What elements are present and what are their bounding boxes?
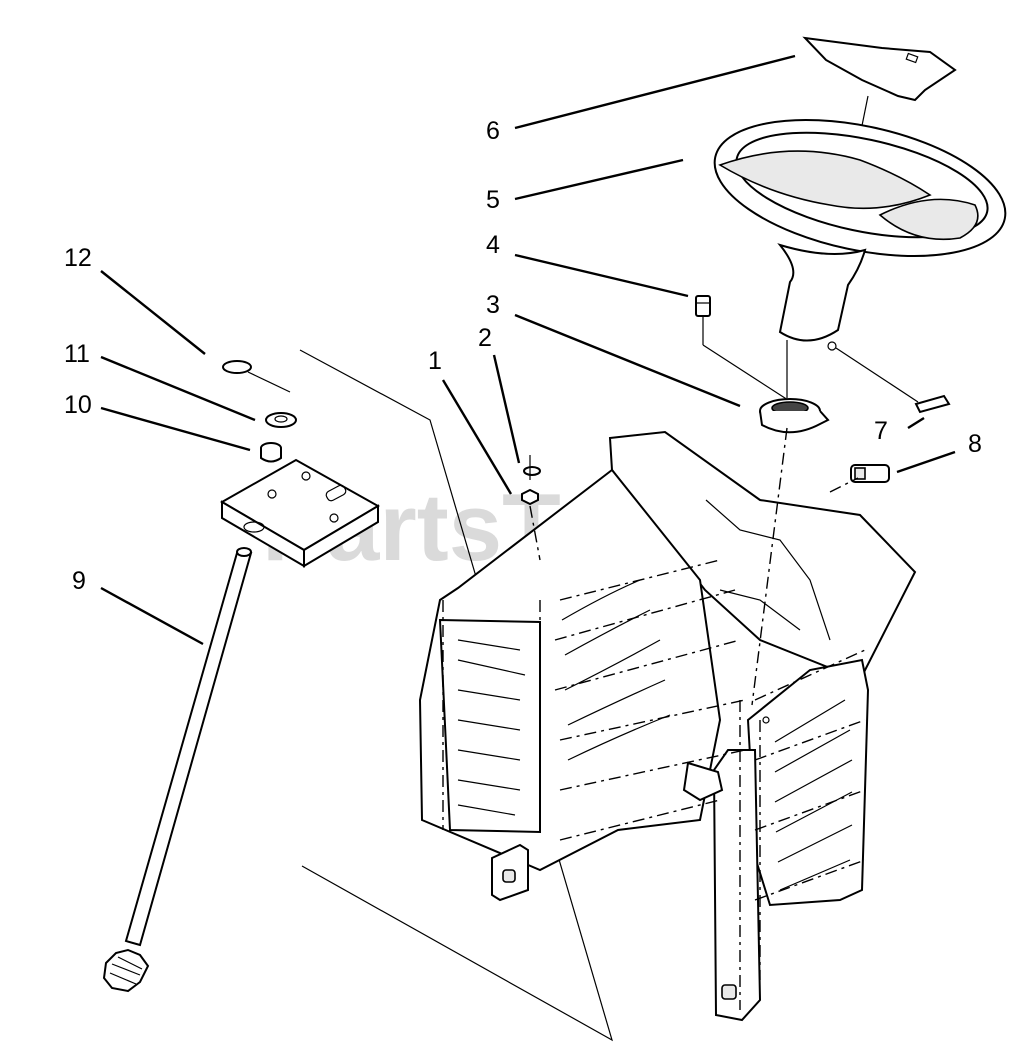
part-3-steering-hub: [759, 340, 830, 434]
callout-11: 11: [64, 340, 90, 368]
steering-bracket-plate: [219, 458, 380, 568]
callout-1: 1: [428, 347, 442, 375]
part-7-roll-pin: [835, 347, 951, 414]
callout-6: 6: [486, 117, 500, 145]
leader-lines: [100, 54, 956, 646]
part-4-bolt: [695, 295, 789, 401]
callout-5: 5: [486, 186, 500, 214]
leader-9: [100, 586, 204, 646]
part-8-plug: [850, 464, 890, 483]
callout-12: 12: [64, 244, 92, 272]
pedestal-housing: [418, 430, 917, 1022]
part-10-bushing: [260, 442, 282, 463]
leader-4: [514, 253, 689, 298]
callout-9: 9: [72, 567, 86, 595]
leader-3: [514, 313, 741, 408]
leader-10: [100, 406, 251, 452]
part-11-washer: [265, 412, 297, 428]
callout-3: 3: [486, 291, 500, 319]
callout-8: 8: [968, 430, 982, 458]
leader-12: [100, 270, 206, 355]
leader-1: [441, 379, 513, 495]
callout-2: 2: [478, 324, 492, 352]
leader-2: [492, 354, 521, 464]
callout-4: 4: [486, 231, 500, 259]
leader-6: [514, 54, 796, 130]
leader-7: [907, 416, 925, 430]
callout-7: 7: [874, 417, 888, 445]
parts-1-2-nut-washer: [521, 455, 541, 506]
part-9-steering-shaft: [102, 547, 253, 993]
callout-labels: 6 5 4 3 2 1 7 8 12 11 10 9: [64, 117, 982, 595]
leader-8: [896, 450, 956, 474]
leader-5: [514, 158, 684, 201]
part-12-retaining-ring: [222, 360, 291, 393]
part-5-steering-wheel: [713, 118, 1007, 351]
leader-11: [100, 355, 256, 422]
callout-10: 10: [64, 391, 92, 419]
assembly-centerlines: [442, 427, 866, 1010]
